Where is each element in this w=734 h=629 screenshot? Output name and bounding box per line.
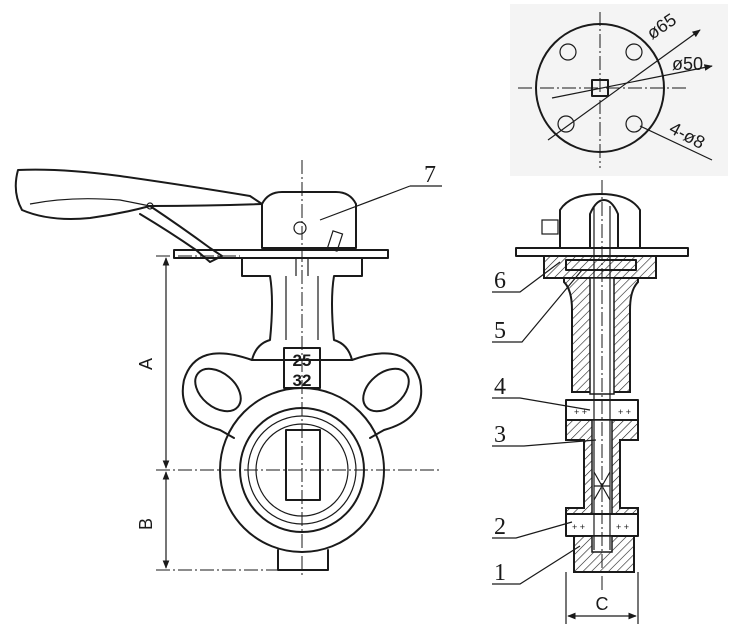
bolt-hole-top-right — [625, 43, 643, 61]
svg-text:+ +: + + — [616, 522, 629, 532]
handle-lever — [14, 168, 263, 220]
lug-slot-right — [362, 367, 410, 413]
bolt-hole-top-left — [559, 43, 577, 61]
lug-slot-left — [194, 367, 242, 413]
callout-3: 3 — [494, 422, 506, 448]
callout-leaders — [492, 261, 597, 585]
callout-7: 7 — [424, 162, 436, 188]
bottom-boss — [277, 549, 329, 571]
square-drive-socket — [591, 79, 609, 97]
bolt-hole-bottom-left — [557, 115, 575, 133]
disc-stem-bore — [285, 429, 321, 501]
dim-c: C — [596, 594, 609, 614]
top-plate — [173, 249, 389, 259]
handle-head — [261, 191, 357, 249]
callout-6: 6 — [494, 268, 506, 294]
dim-a: A — [136, 358, 156, 370]
callout-5: 5 — [494, 318, 506, 344]
dim-b: B — [136, 518, 156, 530]
valve-section-view: + + + + + + + + C 6 5 4 — [492, 180, 689, 624]
section-bottom — [573, 535, 635, 573]
svg-text:+ +: + + — [574, 407, 587, 417]
bolt-hole-bottom-right — [625, 115, 643, 133]
callout-4: 4 — [494, 374, 506, 400]
valve-front-view: 25 32 A B 7 — [14, 160, 442, 578]
svg-text:+ +: + + — [618, 407, 631, 417]
section-handle-head — [559, 193, 641, 249]
svg-text:+ +: + + — [572, 522, 585, 532]
flange-top-view: ø65 ø50 4-ø8 — [510, 4, 728, 176]
dim-pitch-diameter: ø50 — [672, 54, 703, 74]
callout-1: 1 — [494, 560, 506, 586]
valve-body-lugs — [181, 352, 423, 439]
callout-2: 2 — [494, 514, 506, 540]
